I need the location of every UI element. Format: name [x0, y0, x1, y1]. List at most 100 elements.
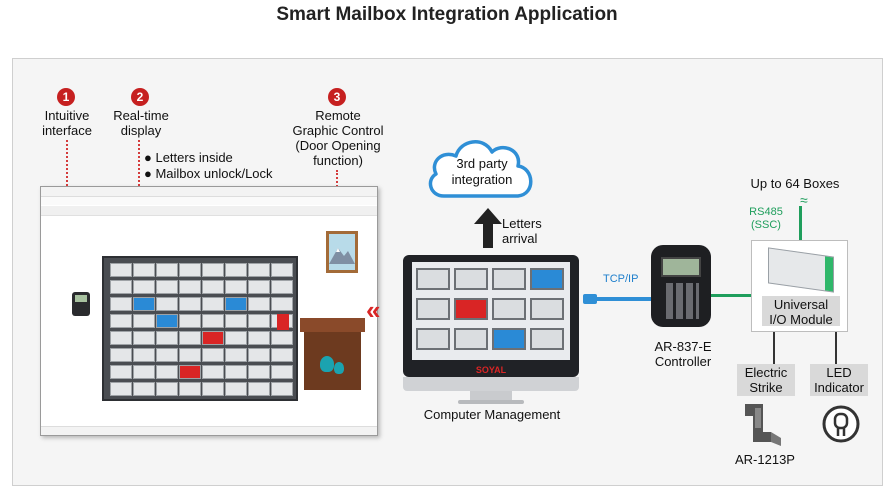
mailbox-cell [156, 263, 178, 277]
computer-management-label: Computer Management [423, 407, 561, 422]
mailbox-cell [248, 331, 270, 345]
mailbox-cell [271, 263, 293, 277]
mailbox-cell [271, 382, 293, 396]
desk-top [300, 318, 365, 332]
reader-icon [72, 292, 90, 316]
controller-label: AR-837-E Controller [654, 339, 712, 369]
double-chevron-left-icon: « [366, 295, 381, 325]
screen-mailbox-cell [454, 328, 488, 350]
mailbox-cell [225, 263, 247, 277]
mailbox-cell [110, 331, 132, 345]
monitor-screen [412, 262, 570, 360]
rs485-wave-icon: ≈ [800, 192, 808, 208]
mailbox-cell [202, 263, 224, 277]
ethernet-plug-icon [583, 294, 597, 304]
red-mailbox-icon [277, 314, 289, 330]
mailbox-cell [110, 365, 132, 379]
mailbox-cell [225, 331, 247, 345]
mailbox-cell [179, 365, 201, 379]
mailbox-cell [133, 348, 155, 362]
mailbox-cell [179, 331, 201, 345]
led-indicator-box [810, 364, 868, 396]
mailbox-cell [156, 331, 178, 345]
mailbox-cell [179, 314, 201, 328]
mailbox-cell [133, 297, 155, 311]
mailbox-cell [133, 331, 155, 345]
screen-mailbox-cell [416, 298, 450, 320]
mailbox-cell [133, 280, 155, 294]
mailbox-cell [248, 280, 270, 294]
electric-strike-box [737, 364, 795, 396]
mailbox-cabinet [102, 256, 298, 401]
mailbox-cell [225, 314, 247, 328]
screen-mailbox-cell [454, 298, 488, 320]
mailbox-cell [179, 348, 201, 362]
rs485-label: RS485 (SSC) [749, 206, 783, 231]
tcp-ip-cable [597, 297, 651, 301]
letters-arrival-label: Letters arrival [502, 216, 542, 246]
controller-device [651, 245, 711, 327]
mailbox-cell [133, 263, 155, 277]
electric-strike-label: Electric Strike [744, 365, 788, 395]
tcp-ip-label: TCP/IP [603, 273, 639, 285]
badge-1: 1 [57, 88, 75, 106]
mailbox-cell [248, 365, 270, 379]
mailbox-cell [179, 263, 201, 277]
rs485-link [799, 206, 802, 240]
mailbox-cell [156, 297, 178, 311]
mailbox-cell [248, 263, 270, 277]
mailbox-cell [225, 382, 247, 396]
screen-mailbox-cell [530, 328, 564, 350]
up-arrow-icon [474, 208, 502, 248]
strike-link [773, 332, 775, 366]
monitor-bezel-bottom [403, 377, 579, 391]
window-toolbar [41, 206, 377, 216]
screen-mailbox-cell [530, 268, 564, 290]
io-module-label-bg [762, 296, 840, 326]
screen-mailbox-cell [492, 328, 526, 350]
monitor-foot [458, 400, 524, 404]
window-statusbar [41, 426, 377, 435]
led-indicator-icon [822, 405, 860, 443]
cloud-label: 3rd party integration [451, 156, 513, 187]
feature-3-label: Remote Graphic Control (Door Opening fun… [292, 108, 384, 168]
screen-mailbox-cell [530, 298, 564, 320]
feature-2-label: Real-time display [113, 108, 169, 138]
electric-strike-icon [745, 404, 781, 446]
mailbox-cell [110, 280, 132, 294]
mailbox-cell [110, 314, 132, 328]
led-link [835, 332, 837, 366]
monitor-brand: SOYAL [475, 365, 507, 375]
mailbox-cell [156, 348, 178, 362]
badge-3: 3 [328, 88, 346, 106]
mailbox-cell [202, 314, 224, 328]
strike-model-label: AR-1213P [735, 452, 795, 467]
screen-mailbox-cell [416, 268, 450, 290]
mailbox-cell [225, 348, 247, 362]
mailbox-cell [271, 297, 293, 311]
wall-picture-icon [326, 231, 358, 273]
mailbox-cell [271, 280, 293, 294]
window-menubar [41, 197, 377, 205]
feature-1-label: Intuitive interface [42, 108, 92, 138]
mailbox-cell [202, 280, 224, 294]
monitor-stand [470, 391, 512, 401]
mailbox-cell [156, 382, 178, 396]
mailbox-cell [248, 297, 270, 311]
mailbox-cell [271, 348, 293, 362]
screen-mailbox-cell [454, 268, 488, 290]
screen-mailbox-cell [492, 268, 526, 290]
screen-mailbox-cell [416, 328, 450, 350]
badge-2: 2 [131, 88, 149, 106]
bullet-letters-inside: ● Letters inside [144, 150, 233, 165]
mailbox-cell [179, 382, 201, 396]
mailbox-cell [156, 280, 178, 294]
mailbox-cell [179, 280, 201, 294]
mailbox-cell [202, 297, 224, 311]
mailbox-cell [133, 314, 155, 328]
mailbox-cell [156, 365, 178, 379]
bullet-unlock-lock: ● Mailbox unlock/Lock [144, 166, 273, 181]
mailbox-cell [202, 348, 224, 362]
mailbox-cell [133, 365, 155, 379]
mailbox-cell [156, 314, 178, 328]
